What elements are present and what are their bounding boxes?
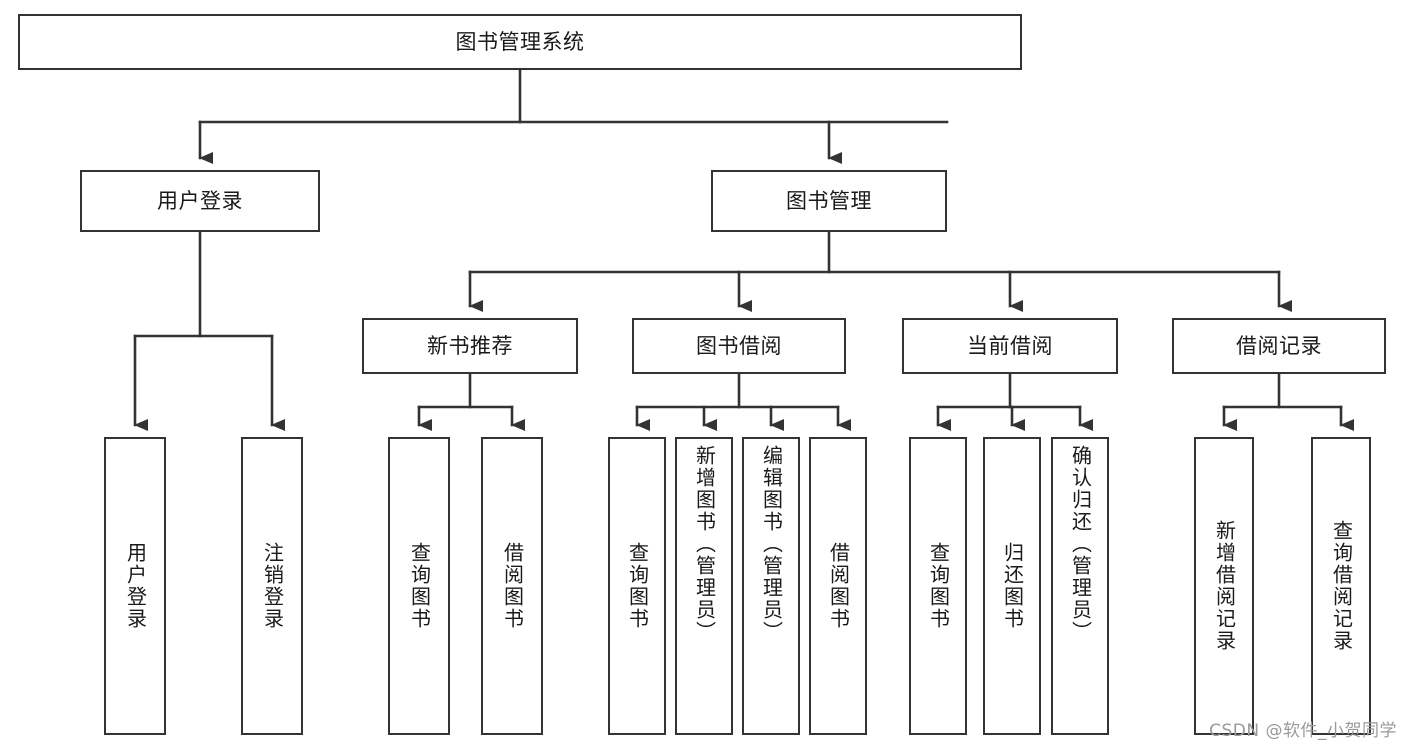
node-new-book-recommend[interactable]: 新书推荐 <box>362 318 578 374</box>
node-user-login[interactable]: 用户登录 <box>80 170 320 232</box>
node-leaf-query-book-3-label: 查询图书 <box>926 542 951 630</box>
node-leaf-confirm-return-admin-label: 确认归还（管理员） <box>1068 445 1093 643</box>
node-leaf-borrow-book-2-label: 借阅图书 <box>826 542 851 630</box>
node-leaf-user-login-label: 用户登录 <box>123 542 148 630</box>
node-book-manage[interactable]: 图书管理 <box>711 170 947 232</box>
node-borrow-record[interactable]: 借阅记录 <box>1172 318 1386 374</box>
node-leaf-return-book[interactable]: 归还图书 <box>983 437 1041 735</box>
node-leaf-add-book-admin-label: 新增图书（管理员） <box>692 445 717 643</box>
node-book-manage-label: 图书管理 <box>786 188 872 213</box>
node-book-borrow[interactable]: 图书借阅 <box>632 318 846 374</box>
node-current-borrow[interactable]: 当前借阅 <box>902 318 1118 374</box>
node-leaf-borrow-book-2[interactable]: 借阅图书 <box>809 437 867 735</box>
node-new-book-recommend-label: 新书推荐 <box>427 333 513 358</box>
node-leaf-query-book-3[interactable]: 查询图书 <box>909 437 967 735</box>
node-leaf-edit-book-admin[interactable]: 编辑图书（管理员） <box>742 437 800 735</box>
node-borrow-record-label: 借阅记录 <box>1236 333 1322 358</box>
node-leaf-query-book-2-label: 查询图书 <box>625 542 650 630</box>
node-user-login-label: 用户登录 <box>157 188 243 213</box>
node-leaf-borrow-book-1[interactable]: 借阅图书 <box>481 437 543 735</box>
node-leaf-query-book-1[interactable]: 查询图书 <box>388 437 450 735</box>
node-leaf-query-borrow-record-label: 查询借阅记录 <box>1329 520 1354 652</box>
node-current-borrow-label: 当前借阅 <box>967 333 1053 358</box>
node-leaf-query-book-2[interactable]: 查询图书 <box>608 437 666 735</box>
node-root-system[interactable]: 图书管理系统 <box>18 14 1022 70</box>
node-leaf-logout[interactable]: 注销登录 <box>241 437 303 735</box>
node-leaf-query-book-1-label: 查询图书 <box>407 542 432 630</box>
node-leaf-borrow-book-1-label: 借阅图书 <box>500 542 525 630</box>
node-leaf-confirm-return-admin[interactable]: 确认归还（管理员） <box>1051 437 1109 735</box>
node-leaf-edit-book-admin-label: 编辑图书（管理员） <box>759 445 784 643</box>
node-leaf-return-book-label: 归还图书 <box>1000 542 1025 630</box>
node-leaf-logout-label: 注销登录 <box>260 542 285 630</box>
node-leaf-user-login[interactable]: 用户登录 <box>104 437 166 735</box>
node-leaf-add-borrow-record[interactable]: 新增借阅记录 <box>1194 437 1254 735</box>
node-root-label: 图书管理系统 <box>455 29 585 54</box>
node-leaf-query-borrow-record[interactable]: 查询借阅记录 <box>1311 437 1371 735</box>
node-leaf-add-book-admin[interactable]: 新增图书（管理员） <box>675 437 733 735</box>
node-leaf-add-borrow-record-label: 新增借阅记录 <box>1212 520 1237 652</box>
node-book-borrow-label: 图书借阅 <box>696 333 782 358</box>
